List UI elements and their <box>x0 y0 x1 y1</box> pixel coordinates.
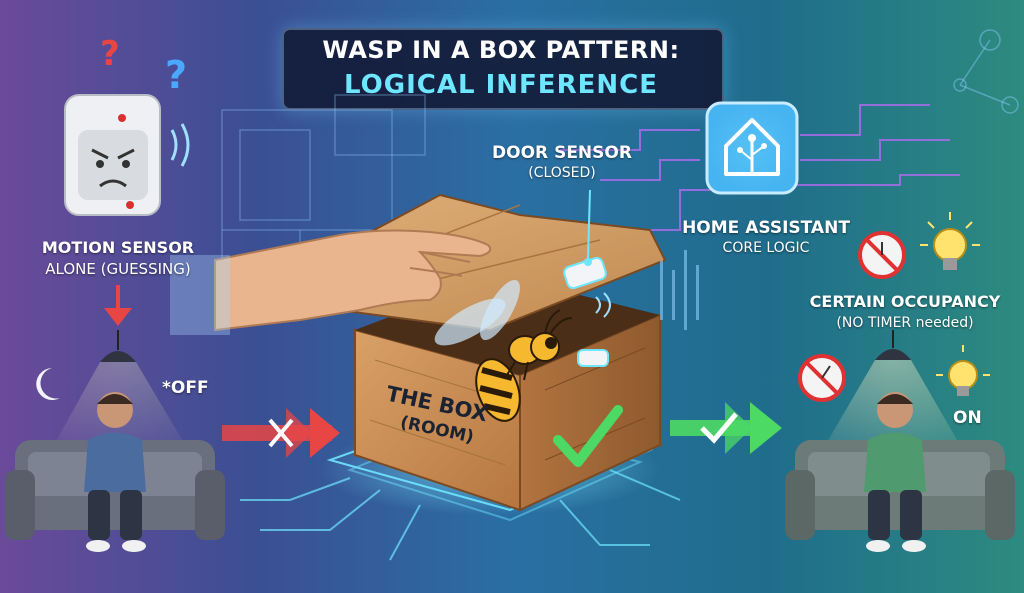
lightbulb-icon <box>936 345 990 396</box>
platform-traces <box>240 469 681 561</box>
person-right <box>864 392 926 552</box>
wasp-icon <box>434 279 573 422</box>
checkmark-icon <box>700 412 738 444</box>
motion-sensor-icon <box>64 94 190 216</box>
title-line2: LOGICAL INFERENCE <box>344 70 658 100</box>
question-icon: ? <box>100 34 120 74</box>
arrow-icon <box>104 285 132 326</box>
off-label: *OFF <box>162 378 209 398</box>
on-label: ON <box>953 408 982 428</box>
door-sensor-label-line1: DOOR SENSOR <box>492 143 632 163</box>
lamp-icon <box>100 330 136 362</box>
question-icon: ? <box>165 53 187 97</box>
no-timer-icon <box>798 354 846 402</box>
data-stream <box>660 250 699 330</box>
home-assistant-icon <box>705 101 799 195</box>
no-timer-icon <box>858 231 906 279</box>
motion-sensor-label-line1: MOTION SENSOR <box>41 238 195 257</box>
moon-icon <box>36 368 60 400</box>
network-nodes <box>953 29 1019 114</box>
person-left <box>84 392 146 552</box>
hand-icon <box>170 229 492 335</box>
circuit-lines <box>560 104 960 231</box>
checkmark-icon <box>553 405 623 467</box>
home-assistant-label-line2: CORE LOGIC <box>722 240 810 256</box>
occupancy-label-line2: (NO TIMER needed) <box>836 315 974 331</box>
title-banner <box>282 28 724 110</box>
home-assistant-label-line1: HOME ASSISTANT <box>682 218 850 238</box>
arrow-icon <box>670 402 782 454</box>
lightbulb-icon <box>920 212 980 270</box>
x-icon <box>268 418 294 448</box>
door-sensor-label-line2: (CLOSED) <box>528 165 596 181</box>
motion-sensor-label-line2: ALONE (GUESSING) <box>45 260 191 278</box>
lamp-icon <box>875 330 911 360</box>
title-line1: WASP IN A BOX PATTERN: <box>322 36 680 64</box>
door-sensor-device <box>563 189 611 367</box>
occupancy-label-line1: CERTAIN OCCUPANCY <box>809 292 1001 311</box>
